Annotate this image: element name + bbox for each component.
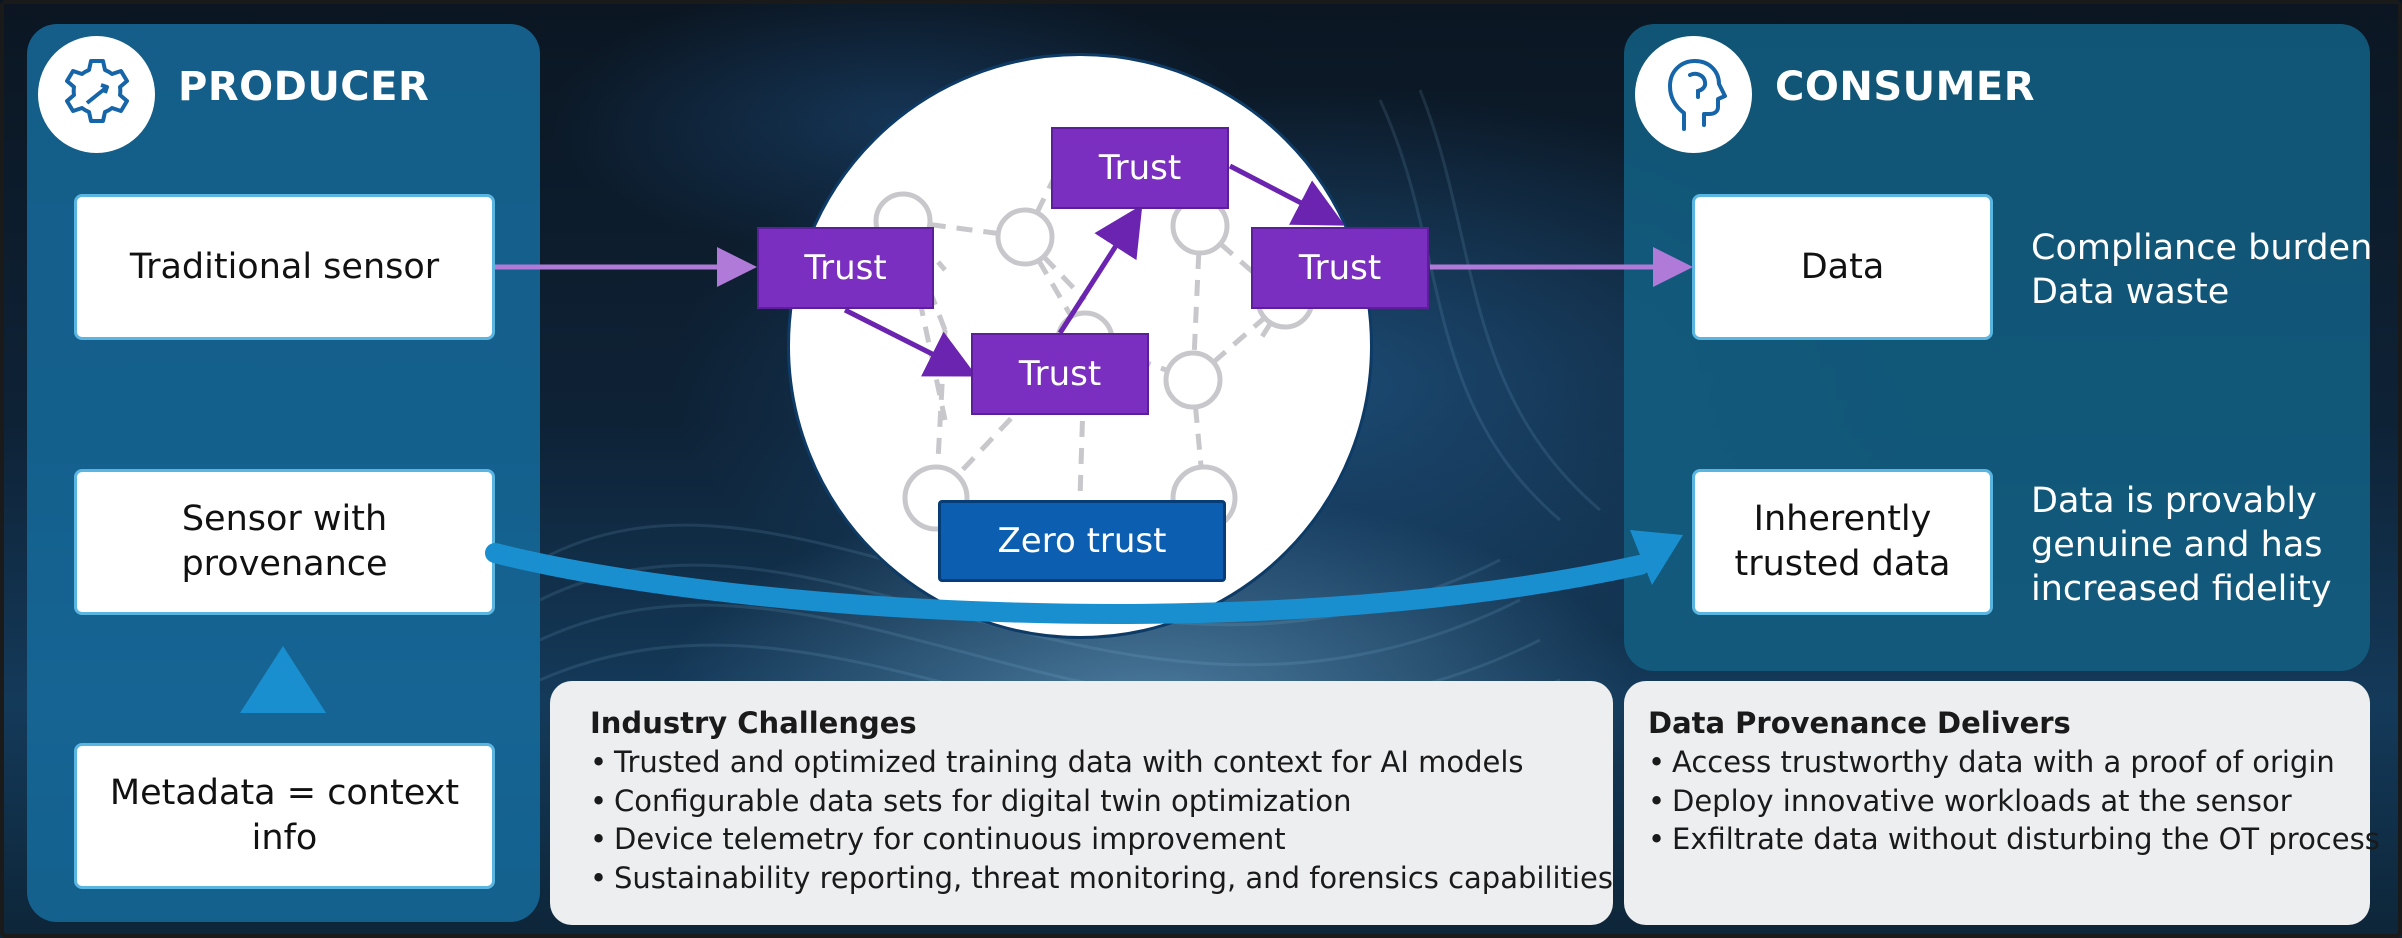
industry-challenges-box: Industry Challenges Trusted and optimize…: [550, 681, 1613, 925]
list-item: Sustainability reporting, threat monitor…: [590, 859, 1613, 898]
trusted-data-notes: Data is provably genuine and has increas…: [2031, 479, 2332, 611]
zero-trust-box: Zero trust: [938, 500, 1226, 582]
note-line-3: increased fidelity: [2031, 569, 2332, 609]
list-item: Deploy innovative workloads at the senso…: [1648, 782, 2360, 821]
consumer-icon-badge: [1635, 36, 1752, 153]
consumer-title: CONSUMER: [1775, 64, 2036, 110]
list-item: Trusted and optimized training data with…: [590, 743, 1577, 782]
provenance-arrow: [485, 543, 1650, 624]
data-notes: Compliance burden Data waste: [2031, 226, 2372, 314]
producer-icon-badge: [38, 36, 155, 153]
note-line-1: Data is provably: [2031, 481, 2317, 521]
trust-node-left: Trust: [757, 227, 934, 309]
note-line-2: genuine and has: [2031, 525, 2323, 565]
metadata-box: Metadata = context info: [74, 743, 495, 889]
delivers-list: Access trustworthy data with a proof of …: [1648, 743, 2380, 859]
list-item: Device telemetry for continuous improvem…: [590, 820, 1577, 859]
trust-arrow-2: [1057, 204, 1143, 335]
delivers-title: Data Provenance Delivers: [1648, 706, 2071, 740]
head-profile-icon: [1667, 58, 1727, 131]
list-item: Access trustworthy data with a proof of …: [1648, 743, 2360, 782]
industry-challenges-list: Trusted and optimized training data with…: [590, 743, 1613, 898]
industry-challenges-title: Industry Challenges: [590, 706, 917, 740]
sensor-with-provenance-box: Sensor with provenance: [74, 469, 495, 615]
list-item: Configurable data sets for digital twin …: [590, 782, 1577, 821]
producer-title: PRODUCER: [178, 64, 430, 110]
inherently-trusted-data-box: Inherently trusted data: [1692, 469, 1993, 615]
trust-node-right: Trust: [1251, 227, 1429, 309]
note-data-waste: Data waste: [2031, 272, 2230, 312]
data-provenance-delivers-box: Data Provenance Delivers Access trustwor…: [1624, 681, 2380, 925]
traditional-sensor-box: Traditional sensor: [74, 194, 495, 340]
data-box: Data: [1692, 194, 1993, 340]
gear-icon: [64, 58, 129, 123]
provenance-arrowhead: [1630, 530, 1683, 585]
up-triangle-icon: [240, 646, 326, 713]
trust-arrow-3: [1228, 163, 1345, 226]
note-compliance-burden: Compliance burden: [2031, 228, 2373, 268]
trust-node-top: Trust: [1051, 127, 1229, 209]
trust-arrow-1: [843, 307, 977, 377]
trust-node-center: Trust: [971, 333, 1149, 415]
list-item: Exfiltrate data without disturbing the O…: [1648, 820, 2380, 859]
